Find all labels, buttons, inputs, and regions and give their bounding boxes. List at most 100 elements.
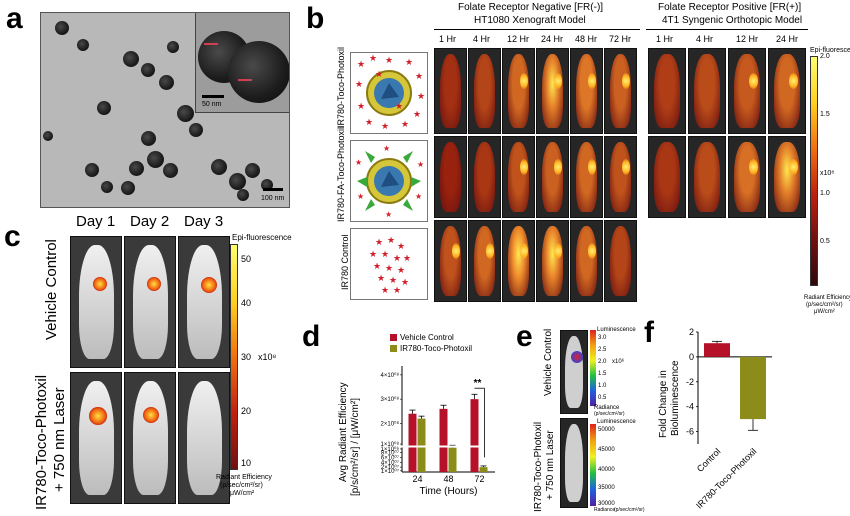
e-bar2-tick-3: 35000 bbox=[598, 485, 615, 491]
b-image-r1-fr-neg-4 bbox=[570, 136, 603, 218]
c-image-r1-day-1 bbox=[124, 372, 176, 504]
f-bar-0 bbox=[704, 343, 730, 357]
c-tick-3: 20 bbox=[241, 406, 252, 416]
b-image-r2-fr-neg-4 bbox=[570, 220, 603, 302]
c-image-r1-day-2 bbox=[178, 372, 230, 504]
tem-micrograph: 50 nm 100 nm bbox=[40, 12, 290, 208]
c-colorbar-title: Epi-fluorescence bbox=[232, 233, 292, 242]
svg-text:★: ★ bbox=[387, 236, 395, 246]
e-row-label-toco: IR780-Toco-Photoxil bbox=[533, 421, 544, 512]
svg-text:★: ★ bbox=[355, 80, 363, 90]
c-tick-mult: x10⁸ bbox=[258, 352, 277, 362]
b-image-r1-fr-neg-2 bbox=[502, 136, 535, 218]
b-image-r2-fr-neg-0 bbox=[434, 220, 467, 302]
e-colorbar-1 bbox=[590, 330, 596, 406]
b-image-r0-fr-neg-3 bbox=[536, 48, 569, 134]
day-2: Day 2 bbox=[130, 213, 170, 230]
e-bar2-units2: (p/sec/cm²/sr) bbox=[614, 507, 645, 513]
f-bar-1 bbox=[740, 356, 766, 420]
b-image-r0-fr-neg-2 bbox=[502, 48, 535, 134]
inset-scale-bar bbox=[202, 95, 224, 98]
svg-text:★: ★ bbox=[357, 102, 365, 112]
c-image-r0-day-2 bbox=[178, 236, 230, 368]
d-legend-swatch-0 bbox=[390, 334, 397, 341]
d-ytick-4: 1×10⁰⁸ bbox=[381, 446, 400, 453]
e-bar2-tick-2: 40000 bbox=[598, 467, 615, 473]
e-bar1-title: Luminescence bbox=[597, 327, 636, 333]
d-ytick-8: 2×10⁰⁷ bbox=[381, 464, 399, 471]
schematic-fa-toco: ★★★ ★★★ bbox=[350, 140, 428, 222]
d-ytick-6: 6×10⁰⁷ bbox=[381, 454, 399, 461]
fr-negative-subtitle: HT1080 Xenograft Model bbox=[474, 15, 586, 26]
svg-text:★: ★ bbox=[375, 238, 383, 248]
schematic-ir780: ★★★★ ★★★★ ★★★★ ★★★ bbox=[350, 228, 428, 300]
b-image-r2-fr-neg-3 bbox=[536, 220, 569, 302]
svg-text:★: ★ bbox=[381, 286, 389, 296]
c-image-r1-day-0 bbox=[70, 372, 122, 504]
b-colorbar bbox=[810, 56, 818, 286]
f-ytick-2: -2 bbox=[686, 377, 694, 387]
d-ytick-5: 8×10⁰⁷ bbox=[381, 450, 399, 457]
svg-text:★: ★ bbox=[385, 210, 392, 219]
b-image-r2-fr-neg-2 bbox=[502, 220, 535, 302]
d-xlabel: Time (Hours) bbox=[420, 486, 478, 497]
schematic-toco: ★★★★ ★★★★ ★★★★ ★★ bbox=[350, 52, 428, 134]
svg-text:★: ★ bbox=[375, 70, 383, 80]
d-ytick-0: 4×10⁰⁸ bbox=[381, 372, 400, 379]
svg-text:★: ★ bbox=[383, 144, 390, 153]
svg-text:★: ★ bbox=[355, 158, 362, 167]
svg-text:★: ★ bbox=[403, 254, 411, 264]
c-colorbar bbox=[230, 244, 238, 470]
d-ytick-9: 1×10⁰⁷ bbox=[381, 468, 399, 475]
c-row-label-laser: + 750 nm Laser bbox=[51, 387, 68, 492]
b-tick-1: 1.5 bbox=[820, 111, 830, 118]
svg-text:★: ★ bbox=[365, 118, 373, 128]
c-image-r0-day-1 bbox=[124, 236, 176, 368]
f-ytick-1: 0 bbox=[689, 352, 694, 362]
row-label-toco: IR780-Toco-Photoxil bbox=[336, 46, 346, 128]
c-tick-1: 40 bbox=[241, 298, 252, 308]
d-sig-annotation: ** bbox=[474, 378, 482, 389]
b-image-r2-fr-neg-5 bbox=[604, 220, 637, 302]
d-legend-swatch-1 bbox=[390, 345, 397, 352]
b-image-r1-fr-neg-0 bbox=[434, 136, 467, 218]
inset-scale-label: 50 nm bbox=[202, 101, 222, 108]
panel-label-f: f bbox=[644, 316, 654, 349]
svg-text:★: ★ bbox=[357, 192, 364, 201]
svg-text:★: ★ bbox=[357, 60, 365, 70]
c-units-3: μW/cm² bbox=[230, 490, 255, 497]
day-1: Day 1 bbox=[76, 213, 116, 230]
c-tick-2: 30 bbox=[241, 352, 252, 362]
b-units-3: μW/cm² bbox=[814, 309, 835, 315]
fr-positive-title: Folate Receptor Positive [FR(+)] bbox=[658, 2, 802, 13]
b-time-fr-neg-1: 4 Hr bbox=[473, 34, 491, 44]
c-tick-4: 10 bbox=[241, 458, 252, 468]
svg-text:★: ★ bbox=[397, 266, 405, 276]
d-bar-0-1 bbox=[439, 408, 448, 472]
svg-text:★: ★ bbox=[413, 110, 421, 120]
b-image-r0-fr-neg-0 bbox=[434, 48, 467, 134]
svg-text:★: ★ bbox=[395, 102, 403, 112]
b-tick-0: 2.0 bbox=[820, 53, 830, 60]
b-image-r1-fr-neg-1 bbox=[468, 136, 501, 218]
b-units-1: Radiant Efficiency bbox=[804, 295, 850, 301]
f-ytick-3: -4 bbox=[686, 402, 694, 412]
svg-text:★: ★ bbox=[385, 56, 393, 66]
e-bar2-tick-1: 45000 bbox=[598, 447, 615, 453]
d-ytick-2: 2×10⁰⁸ bbox=[381, 420, 400, 427]
row-label-fa-toco: IR780-FA-Toco-Photoxil bbox=[336, 126, 346, 222]
b-time-fr-pos-1: 4 Hr bbox=[696, 34, 714, 44]
b-time-fr-neg-2: 12 Hr bbox=[507, 34, 530, 44]
f-xtick-1: IR780-Toco-Photoxil bbox=[694, 446, 758, 510]
f-ylabel-1: Fold Change in bbox=[658, 370, 669, 438]
b-time-fr-neg-3: 24 Hr bbox=[541, 34, 564, 44]
e-bar1-tick-2: 2.0 bbox=[598, 359, 607, 365]
b-image-r1-fr-pos-2 bbox=[728, 136, 766, 218]
d-legend-label-0: Vehicle Control bbox=[400, 333, 454, 342]
c-row-label-vehicle: Vehicle Control bbox=[43, 239, 60, 340]
e-row-label-vehicle: Vehicle Control bbox=[543, 328, 554, 396]
b-time-fr-pos-2: 12 Hr bbox=[736, 34, 759, 44]
d-bar-0-0 bbox=[408, 413, 417, 472]
svg-text:★: ★ bbox=[369, 54, 377, 64]
